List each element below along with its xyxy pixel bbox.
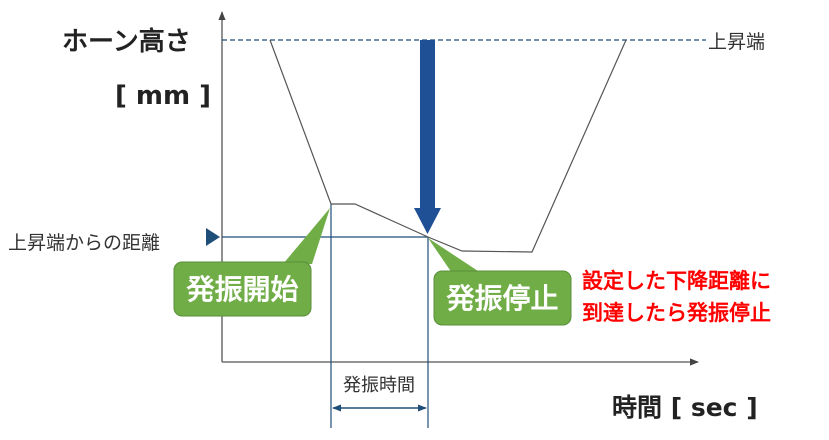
descent-arrow-shaft (420, 40, 435, 210)
x-axis-title: 時間 [ sec ] (612, 393, 758, 422)
stop-note-line1: 設定した下降距離に (582, 269, 771, 293)
horn-height-curve (269, 39, 627, 253)
oscillation-time-label: 発振時間 (343, 375, 415, 396)
callout-start: 発振開始 (173, 208, 330, 317)
callout-stop: 発振停止 (428, 238, 572, 326)
distance-marker-triangle (206, 228, 220, 246)
distance-from-top-label: 上昇端からの距離 (8, 232, 160, 254)
callout-start-label: 発振開始 (185, 273, 298, 306)
y-axis-title: ホーン高さ (62, 26, 191, 57)
y-axis-unit: [ mm ] (115, 81, 211, 111)
descent-arrow-head (414, 208, 441, 234)
top-end-label: 上昇端 (708, 31, 765, 53)
callout-stop-label: 発振停止 (445, 282, 558, 315)
stop-note-line2: 到達したら発振停止 (582, 301, 771, 325)
